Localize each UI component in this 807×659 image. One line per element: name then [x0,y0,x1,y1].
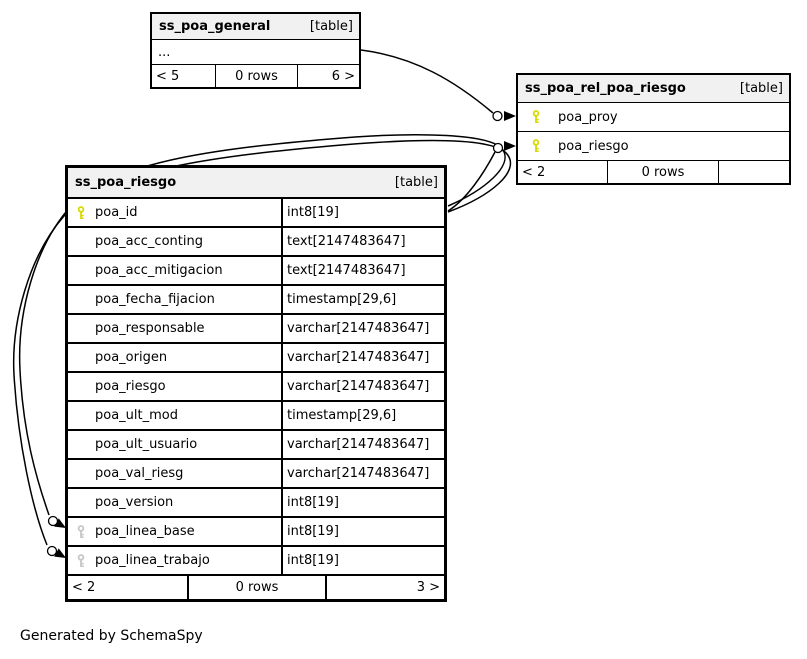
column-name: poa_proy [558,109,618,125]
column-row: poa_acc_mitigacion text[2147483647] [68,255,444,284]
key-icon-primary [532,110,540,123]
key-slot [518,139,558,153]
cardinality-circle-rel-poa-riesgo [492,142,504,154]
footer-row-count: 0 rows [187,576,327,599]
column-row: poa_ult_usuario varchar[2147483647] [68,429,444,458]
cardinality-circle-poa-linea-trabajo [46,545,58,557]
column-name: poa_ult_usuario [95,437,198,452]
column-row: poa_acc_conting text[2147483647] [68,226,444,255]
column-type: varchar[2147483647] [281,344,444,371]
key-icon-primary [532,139,540,152]
column-name: poa_fecha_fijacion [95,292,215,307]
table-header: ss_poa_riesgo [table] [68,168,444,197]
column-row: poa_proy [518,102,789,131]
column-type: timestamp[29,6] [281,402,444,429]
relationship-curve-general-to-rel-poa-proy [360,49,494,114]
footer-row-count: 0 rows [215,65,298,87]
column-type: varchar[2147483647] [281,315,444,342]
column-row: poa_linea_base int8[19] [68,516,444,545]
column-name: poa_riesgo [95,379,166,394]
table-type-tag: [table] [739,81,783,96]
cardinality-circle-rel-poa-proy [492,110,503,122]
column-name: poa_linea_trabajo [95,553,210,568]
column-name: poa_val_riesg [95,466,184,481]
column-name: poa_responsable [95,321,205,336]
column-type: varchar[2147483647] [281,431,444,458]
table-node-ss_poa_rel_poa_riesgo[interactable]: ss_poa_rel_poa_riesgo [table] poa_proy poa_… [516,73,791,185]
column-type: text[2147483647] [281,228,444,255]
key-slot [68,553,95,568]
table-name[interactable]: ss_poa_general [159,19,271,34]
column-row: poa_val_riesg varchar[2147483647] [68,458,444,487]
table-footer: < 2 0 rows 3 > [68,574,444,599]
column-name: poa_acc_mitigacion [95,263,223,278]
table-name[interactable]: ss_poa_riesgo [75,175,177,190]
column-type: int8[19] [281,199,444,226]
column-row: ... [152,39,359,64]
column-name: poa_riesgo [558,138,629,154]
column-type: int8[19] [281,547,444,574]
column-type: text[2147483647] [281,257,444,284]
table-header: ss_poa_rel_poa_riesgo [table] [518,75,789,102]
generator-note: Generated by SchemaSpy [20,628,203,644]
cardinality-circle-poa-linea-base [47,515,59,527]
column-row: poa_riesgo varchar[2147483647] [68,371,444,400]
column-row: poa_linea_trabajo int8[19] [68,545,444,574]
column-type: int8[19] [281,489,444,516]
column-type: varchar[2147483647] [281,460,444,487]
column-row: poa_origen varchar[2147483647] [68,342,444,371]
column-name: poa_origen [95,350,168,365]
key-icon-primary [77,205,85,219]
key-slot [518,110,558,124]
column-row: poa_riesgo [518,131,789,160]
column-row: poa_ult_mod timestamp[29,6] [68,400,444,429]
column-name: ... [158,44,171,60]
column-type: varchar[2147483647] [281,373,444,400]
key-icon-foreign [77,524,85,538]
table-node-ss_poa_general[interactable]: ss_poa_general [table]... < 5 0 rows 6 > [150,12,361,89]
footer-parent-count: < 2 [522,164,546,180]
column-name: poa_id [95,205,138,220]
column-name: poa_ult_mod [95,408,178,423]
table-footer: < 5 0 rows 6 > [152,64,359,87]
footer-row-count: 0 rows [607,161,719,183]
column-name: poa_linea_base [95,524,195,539]
column-type: timestamp[29,6] [281,286,444,313]
column-name: poa_version [95,495,174,510]
key-slot [68,524,95,539]
relationship-curve-poa-id-to-rel-poa-riesgo [447,151,496,212]
arrowhead-rel-poa-proy [504,111,516,121]
key-icon-foreign [77,553,85,567]
table-footer: < 2 0 rows [518,160,789,183]
column-name: poa_acc_conting [95,234,203,249]
column-row: poa_fecha_fijacion timestamp[29,6] [68,284,444,313]
table-type-tag: [table] [309,19,353,34]
footer-parent-count: < 5 [156,68,180,84]
column-row: poa_id int8[19] [68,197,444,226]
footer-child-count: 3 > [416,580,440,595]
table-type-tag: [table] [394,175,438,190]
arrowhead-rel-poa-riesgo [504,141,516,151]
footer-child-count: 6 > [331,68,355,84]
table-header: ss_poa_general [table] [152,14,359,39]
column-row: poa_responsable varchar[2147483647] [68,313,444,342]
column-type: int8[19] [281,518,444,545]
table-name[interactable]: ss_poa_rel_poa_riesgo [525,81,686,96]
footer-parent-count: < 2 [72,580,96,595]
footer-child-count [719,161,789,183]
column-row: poa_version int8[19] [68,487,444,516]
key-slot [68,205,95,220]
